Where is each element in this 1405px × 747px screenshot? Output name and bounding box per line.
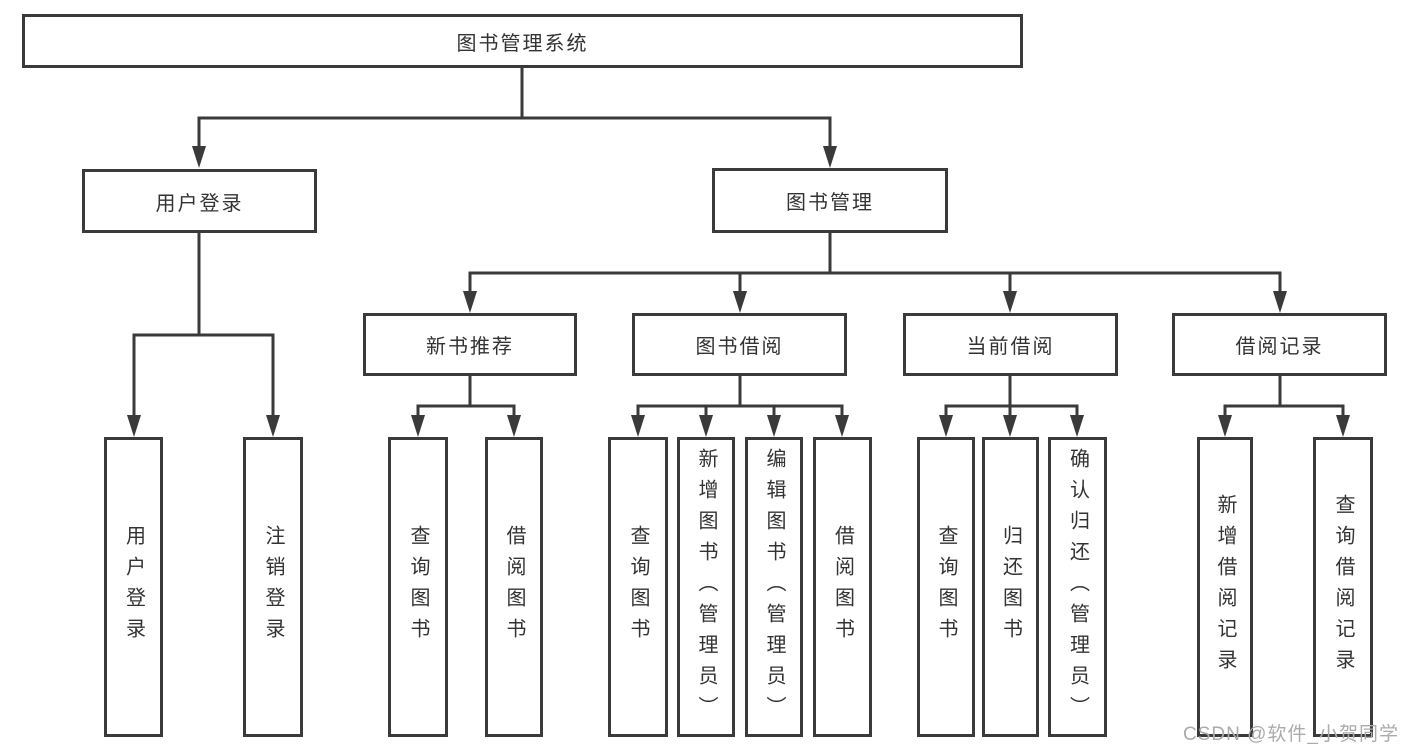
edge-book-management-to-level3: [463, 233, 1287, 313]
node-label: 注销登录: [262, 525, 284, 649]
leaf-confirm-return-admin: 确认归还（管理员）: [1048, 437, 1107, 737]
node-label: 查询图书: [407, 525, 429, 649]
node-label: 新书推荐: [426, 336, 514, 358]
node-label: 确认归还（管理员）: [1066, 447, 1089, 727]
node-label: 用户登录: [155, 192, 244, 215]
node-label: 图书管理系统: [456, 32, 589, 55]
node-label: 查询图书: [935, 525, 957, 649]
node-label: 当前借阅: [966, 336, 1055, 358]
node-book-management: 图书管理: [712, 168, 948, 233]
leaf-query-books-borrow: 查询图书: [608, 437, 668, 737]
csdn-watermark: CSDN @软件_小贺同学: [1183, 724, 1399, 745]
node-borrow-records: 借阅记录: [1172, 313, 1387, 376]
node-label: 查询借阅记录: [1332, 494, 1354, 680]
node-label: 用户登录: [122, 525, 145, 649]
leaf-edit-books-admin: 编辑图书（管理员）: [745, 437, 803, 737]
leaf-query-books-current: 查询图书: [917, 437, 975, 737]
leaf-query-borrow-record: 查询借阅记录: [1313, 437, 1373, 737]
leaf-borrow-books-recommend: 借阅图书: [485, 437, 543, 737]
leaf-add-books-admin: 新增图书（管理员）: [677, 437, 735, 737]
leaf-logout: 注销登录: [243, 437, 303, 737]
node-new-book-recommend: 新书推荐: [363, 313, 577, 376]
leaf-return-books: 归还图书: [982, 437, 1039, 737]
node-label: 新增图书（管理员）: [695, 447, 717, 727]
leaf-add-borrow-record: 新增借阅记录: [1197, 437, 1253, 737]
edge-new-book-to-leaves: [411, 376, 521, 437]
node-label: 查询图书: [627, 525, 649, 649]
leaf-user-login: 用户登录: [104, 437, 163, 737]
node-label: 归还图书: [999, 525, 1022, 649]
edge-book-borrow-to-leaves: [631, 376, 849, 437]
node-label: 借阅记录: [1235, 336, 1324, 358]
edge-borrow-record-to-leaves: [1218, 376, 1350, 437]
leaf-borrow-books: 借阅图书: [813, 437, 872, 737]
node-current-borrow: 当前借阅: [903, 313, 1118, 376]
edge-current-borrow-to-leaves: [939, 376, 1084, 437]
node-label: 图书管理: [786, 192, 874, 214]
node-root-library-system: 图书管理系统: [22, 14, 1023, 68]
node-label: 新增借阅记录: [1214, 494, 1236, 680]
leaf-query-books-recommend: 查询图书: [388, 437, 448, 737]
node-label: 借阅图书: [503, 525, 525, 649]
node-book-borrow: 图书借阅: [632, 313, 847, 376]
edge-user-login-to-leaves: [127, 233, 280, 437]
node-label: 图书借阅: [695, 336, 784, 358]
node-label: 编辑图书（管理员）: [763, 447, 785, 727]
edge-root-to-level2: [192, 68, 837, 168]
node-user-login: 用户登录: [82, 169, 317, 233]
node-label: 借阅图书: [831, 525, 854, 649]
